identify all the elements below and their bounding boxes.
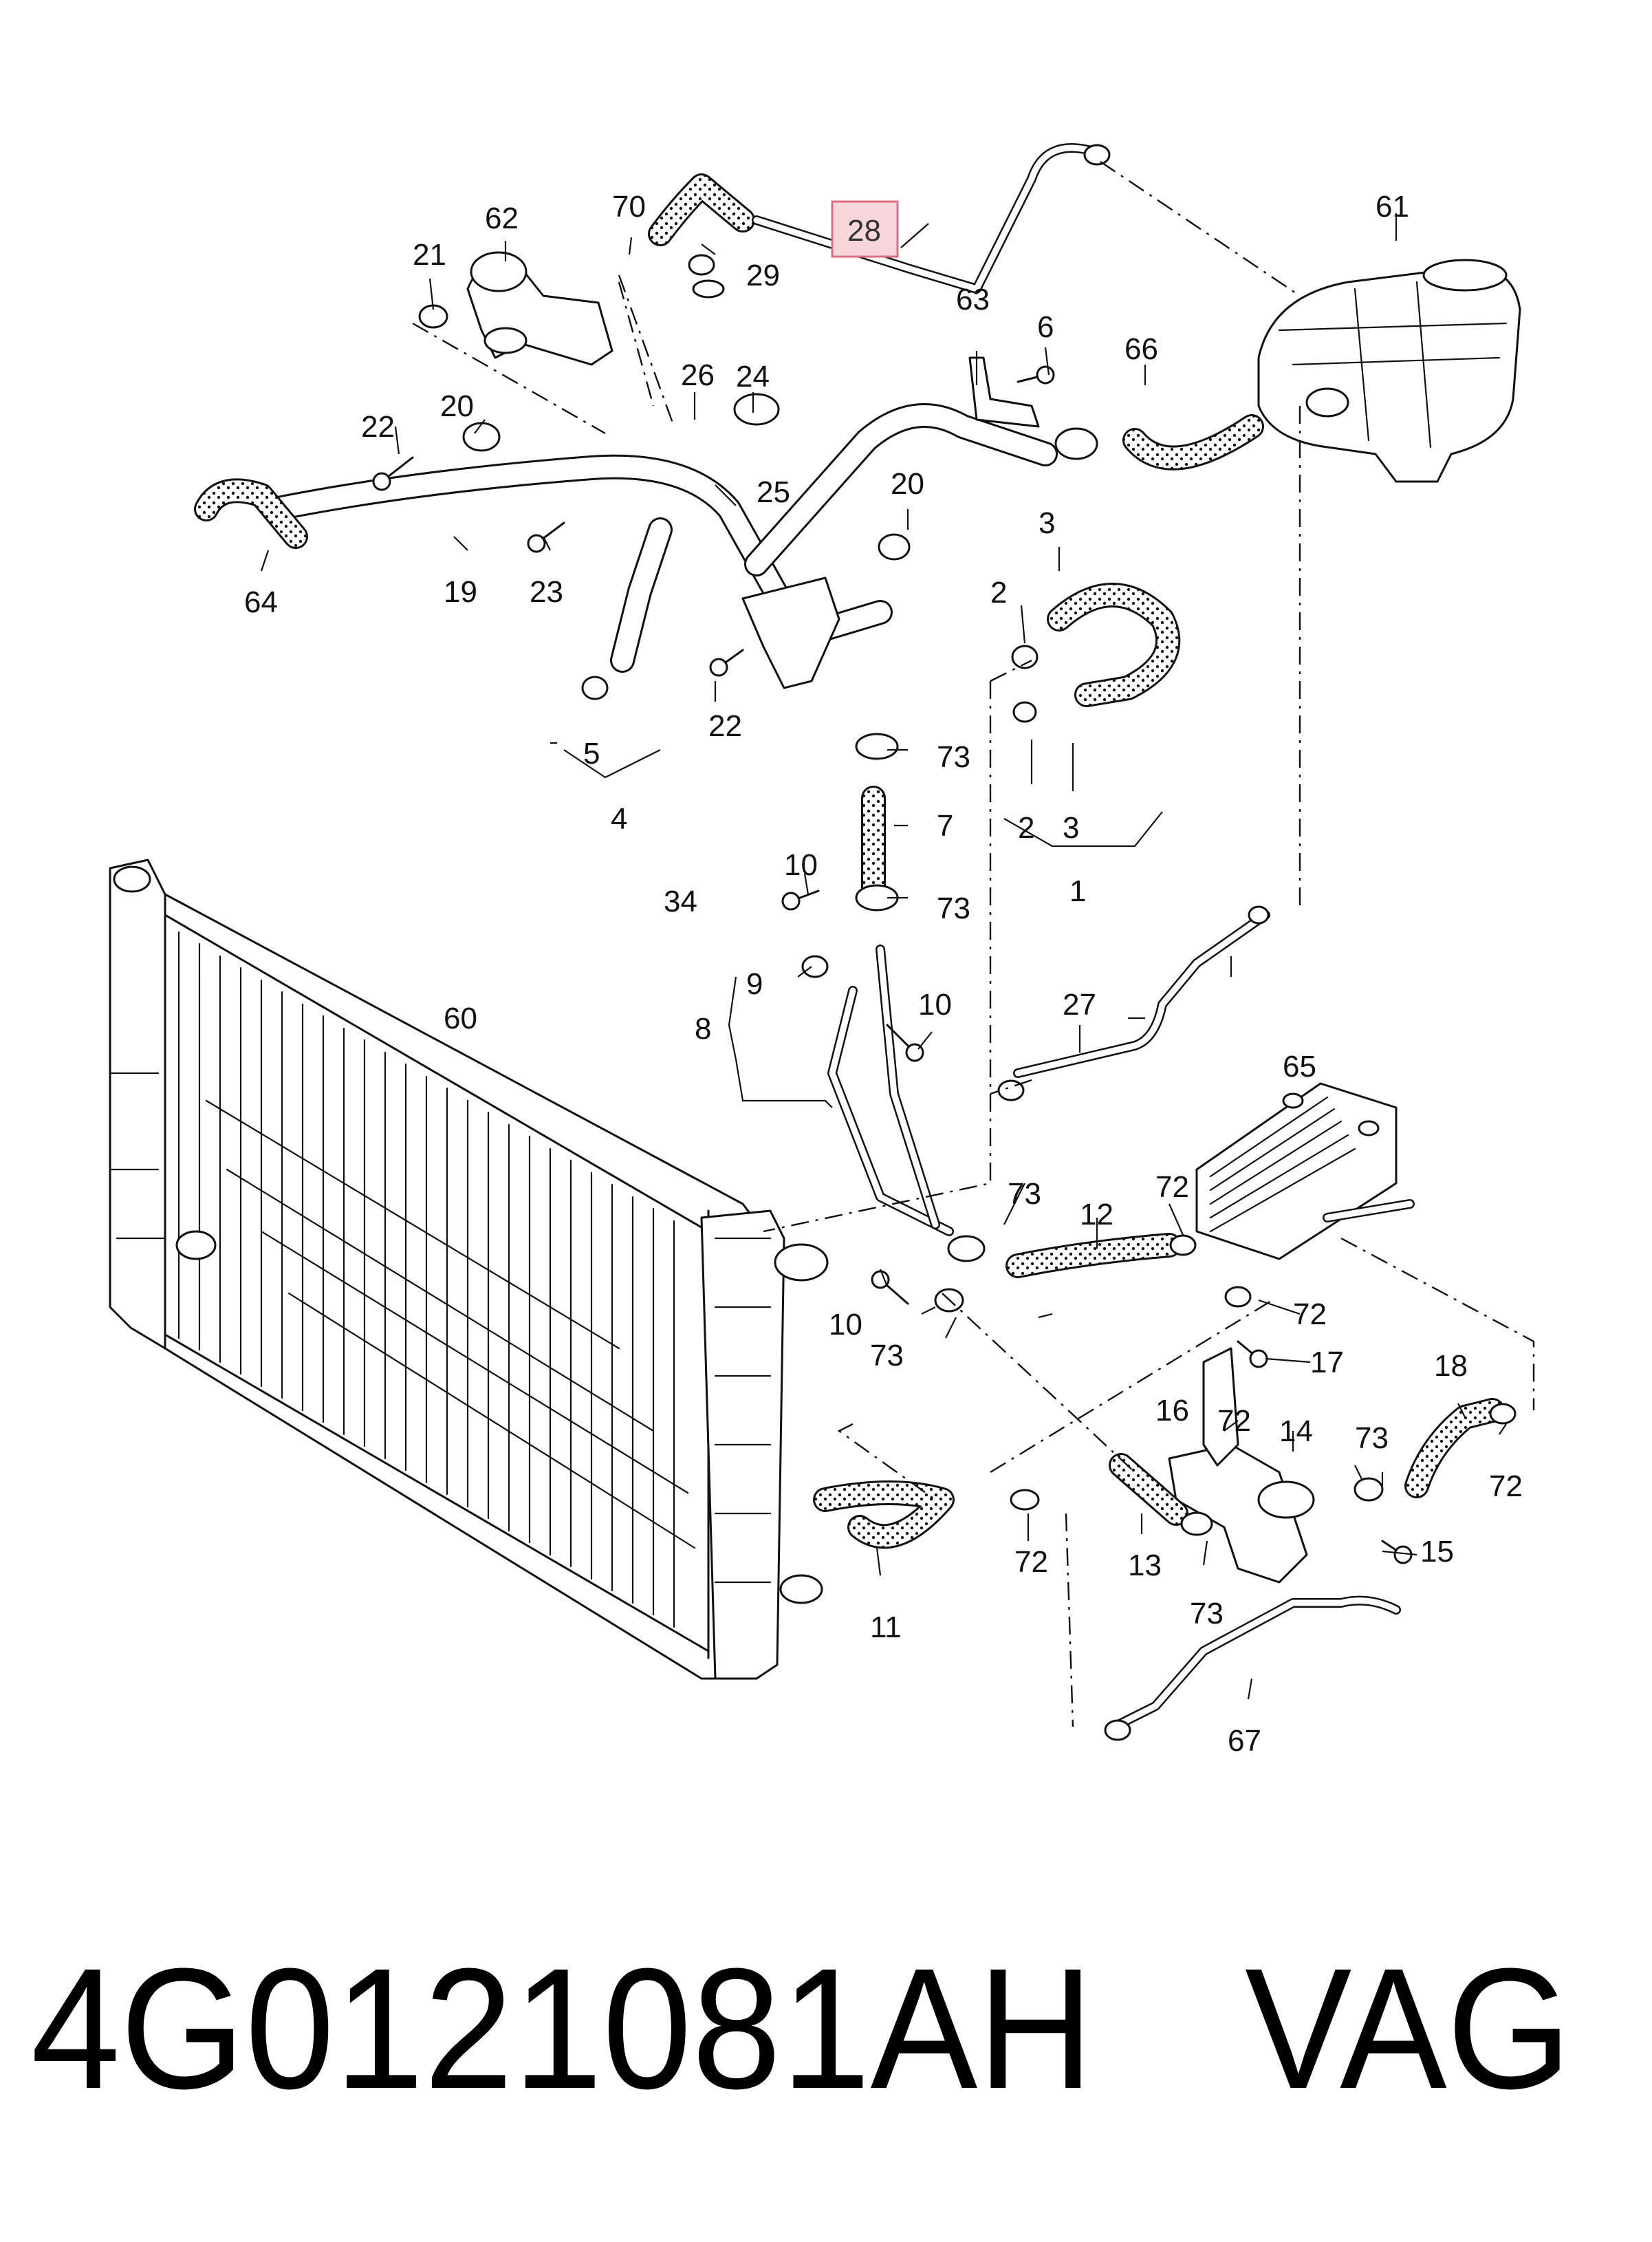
callout-67: 67	[1228, 1724, 1261, 1758]
callout-16: 16	[1155, 1394, 1189, 1427]
brand-name: VAG	[1245, 1932, 1572, 2124]
callout-17: 17	[1310, 1346, 1344, 1379]
callout-10-c: 10	[829, 1308, 862, 1341]
callout-22-top: 22	[361, 410, 395, 444]
callout-60: 60	[444, 1002, 477, 1035]
radiator-fins	[177, 931, 696, 1628]
expansion-tank	[1257, 259, 1521, 483]
callout-65: 65	[1283, 1050, 1316, 1084]
part-number: 4G0121081AH	[31, 1932, 1094, 2124]
clamps-and-rings	[418, 144, 1517, 1741]
callout-15: 15	[1420, 1535, 1454, 1569]
footer: 4G0121081AH VAG	[31, 1932, 1572, 2124]
callout-4: 4	[611, 802, 627, 836]
callout-23: 23	[530, 575, 563, 609]
callout-25: 25	[757, 475, 790, 509]
highlight-box	[831, 200, 899, 258]
callout-3-top: 3	[1039, 506, 1055, 540]
callout-21: 21	[413, 238, 446, 272]
callout-62: 62	[485, 202, 519, 235]
callout-72-d: 72	[1014, 1545, 1048, 1579]
callout-73-a: 73	[937, 740, 970, 774]
hose-18	[1404, 1398, 1505, 1498]
callout-10-a: 10	[784, 848, 818, 882]
callout-27: 27	[1063, 988, 1096, 1022]
callout-72-b: 72	[1293, 1297, 1327, 1331]
callout-63: 63	[956, 283, 990, 316]
callout-64: 64	[244, 585, 278, 619]
callout-11: 11	[870, 1610, 902, 1644]
callout-14: 14	[1279, 1414, 1313, 1448]
callout-73-b: 73	[937, 892, 970, 925]
callout-19: 19	[444, 575, 477, 609]
callout-20-mid: 20	[891, 467, 924, 501]
pipe-27	[1013, 910, 1270, 1078]
callout-9: 9	[746, 967, 763, 1001]
callout-2-top: 2	[990, 576, 1007, 610]
callout-61: 61	[1376, 190, 1409, 224]
leader-lines	[260, 213, 1507, 1700]
callout-70: 70	[612, 190, 646, 224]
callout-24: 24	[736, 360, 770, 394]
callout-26: 26	[681, 358, 715, 392]
hose-64	[194, 478, 308, 549]
callout-1: 1	[1069, 874, 1086, 908]
callout-3-bottom: 3	[1063, 811, 1079, 845]
callout-12: 12	[1080, 1198, 1113, 1231]
callout-34: 34	[664, 885, 697, 918]
brackets	[968, 356, 1239, 1467]
hose-66	[1122, 414, 1264, 471]
callout-13: 13	[1128, 1549, 1162, 1582]
bolts	[372, 365, 1413, 1564]
callout-73-e: 73	[1355, 1421, 1389, 1455]
callout-73-c: 73	[1008, 1177, 1041, 1211]
dashed-assembly-lines	[412, 161, 1535, 1727]
radiator	[109, 859, 829, 1680]
callout-29: 29	[746, 259, 780, 292]
callout-66: 66	[1124, 332, 1158, 366]
callout-2-bottom: 2	[1018, 811, 1034, 845]
callout-20-top: 20	[440, 389, 474, 423]
hose-13	[1109, 1453, 1188, 1526]
hose-12	[1006, 1233, 1182, 1278]
callout-28: 28	[847, 214, 881, 248]
pipe-8	[827, 945, 954, 1236]
callout-7: 7	[937, 809, 953, 843]
callout-72-e: 72	[1217, 1404, 1251, 1438]
callout-73-f: 73	[1190, 1597, 1224, 1630]
callout-22-mid: 22	[708, 709, 742, 743]
callout-72-c: 72	[1489, 1469, 1523, 1503]
callout-5: 5	[583, 737, 600, 770]
callout-10-b: 10	[918, 988, 952, 1022]
thermostat-housing	[466, 251, 613, 366]
oil-cooler	[1195, 1082, 1415, 1260]
callout-6: 6	[1037, 310, 1054, 344]
hose-1	[1047, 583, 1181, 707]
hose-top-28	[648, 173, 755, 246]
main-coolant-pipe	[263, 403, 1058, 689]
hose-11	[813, 1480, 955, 1549]
callout-18: 18	[1434, 1349, 1468, 1383]
callout-labels: 62 21 70 29 28 61 63 6 66 26 24 20 22 25…	[244, 190, 1523, 1758]
pipe-28	[752, 143, 1098, 294]
callout-72-a: 72	[1155, 1170, 1189, 1204]
pipe-67	[1109, 1595, 1401, 1732]
callout-8: 8	[695, 1012, 711, 1046]
callout-73-d: 73	[870, 1339, 904, 1372]
